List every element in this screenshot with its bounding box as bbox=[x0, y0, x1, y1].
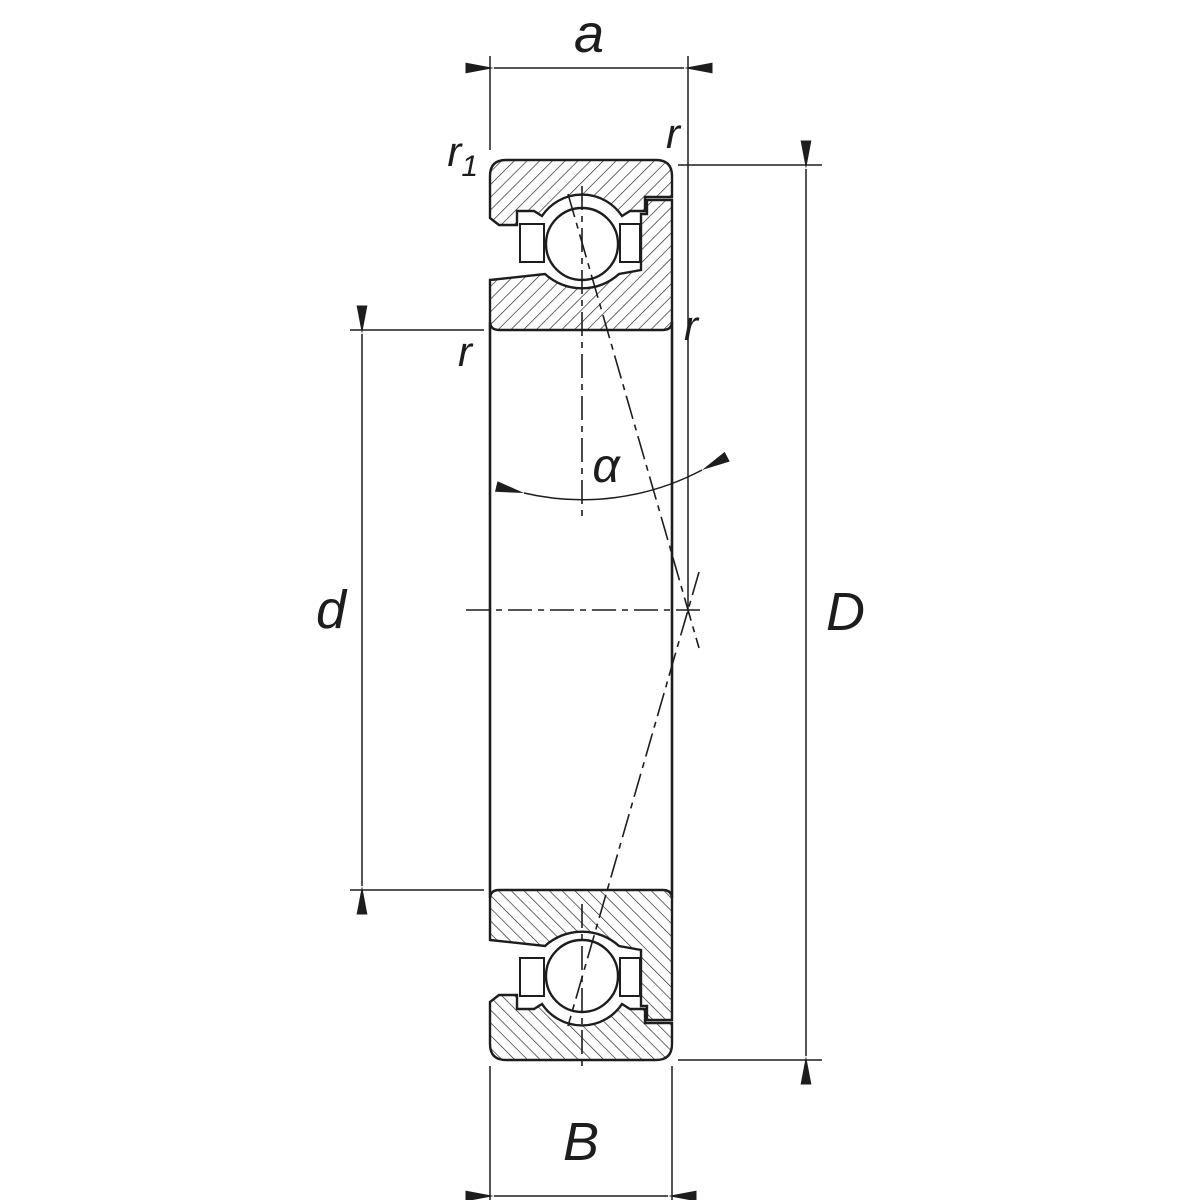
dimension-D: D bbox=[678, 140, 865, 1085]
d-label: d bbox=[316, 580, 348, 640]
contact-line-upper bbox=[567, 193, 700, 649]
r-bore-right-label: r bbox=[684, 302, 700, 349]
contact-angle-label: α bbox=[592, 440, 621, 493]
D-label: D bbox=[826, 582, 865, 642]
contact-angle-arc bbox=[495, 451, 730, 501]
dimension-a: a bbox=[465, 4, 713, 614]
dimension-d: d bbox=[316, 305, 484, 915]
r-top-right-label: r bbox=[666, 110, 682, 157]
a-label: a bbox=[574, 4, 604, 64]
dimension-B: B bbox=[465, 1066, 697, 1200]
r-bore-left-label: r bbox=[458, 328, 474, 375]
B-label: B bbox=[563, 1112, 599, 1172]
contact-line-lower bbox=[567, 571, 700, 1027]
r1-label: r1 bbox=[447, 128, 478, 183]
